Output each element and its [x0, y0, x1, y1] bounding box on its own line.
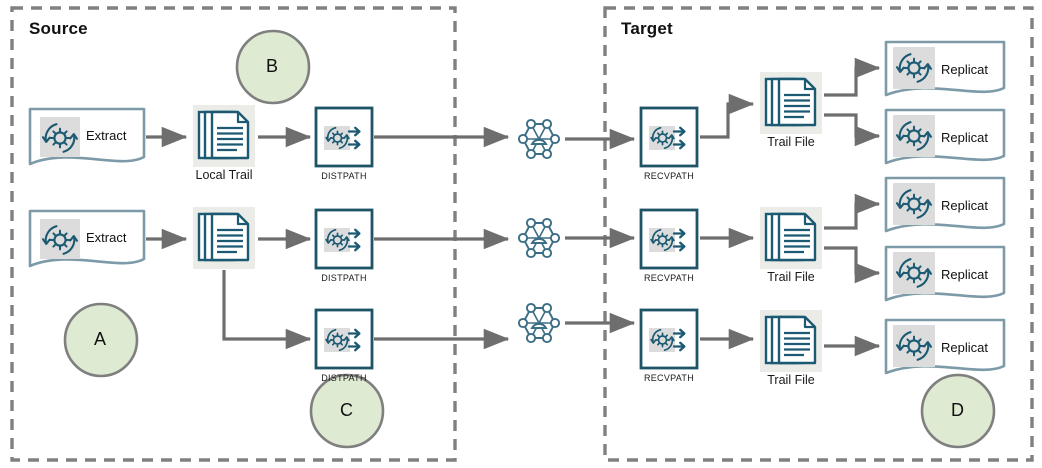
network-cloud-icon-2	[517, 217, 561, 259]
recvpath-box-1[interactable]	[639, 106, 699, 168]
network-cloud-icon-1	[517, 118, 561, 160]
local-trail-label-1: Local Trail	[195, 168, 253, 182]
extract-shape-2[interactable]	[28, 209, 146, 268]
recvpath-label-3: RECVPATH	[643, 373, 695, 383]
recvpath-box-3[interactable]	[639, 308, 699, 370]
target-trail-stack-2[interactable]	[758, 205, 824, 271]
recvpath-box-2[interactable]	[639, 208, 699, 270]
trail-file-label-1: Trail File	[767, 135, 815, 149]
replicat-shape-5[interactable]	[884, 318, 1006, 375]
replicat-label-4: Replicat	[941, 267, 988, 282]
distpath-box-2[interactable]	[314, 208, 374, 270]
zone-target-border	[603, 6, 1034, 462]
replicat-shape-2[interactable]	[884, 108, 1006, 165]
callout-label-D: D	[951, 400, 964, 420]
replicat-shape-4[interactable]	[884, 245, 1006, 302]
arrow-recvpath1-to-trail1	[700, 93, 755, 139]
zone-source-border	[10, 6, 457, 462]
arrow-trail2-to-replicat4	[824, 246, 881, 284]
replicat-shape-3[interactable]	[884, 176, 1006, 233]
replicat-label-1: Replicat	[941, 62, 988, 77]
recvpath-label-2: RECVPATH	[643, 273, 695, 283]
distpath-label-3: DISTPATH	[321, 373, 367, 383]
callout-label-B: B	[266, 56, 279, 76]
replicat-label-5: Replicat	[941, 340, 988, 355]
arrow-trail1-to-replicat2	[824, 113, 881, 147]
target-trail-stack-3[interactable]	[758, 308, 824, 374]
target-trail-stack-1[interactable]	[758, 70, 824, 136]
connector-group	[146, 57, 881, 357]
extract-shape-1[interactable]	[28, 107, 146, 166]
distpath-box-1[interactable]	[314, 106, 374, 168]
trail-file-label-3: Trail File	[767, 373, 815, 387]
zone-label-source: Source	[29, 19, 88, 38]
network-cloud-icon-3	[517, 302, 561, 344]
local-trail-stack-1[interactable]	[191, 103, 257, 169]
callout-circle-A	[63, 302, 139, 378]
distpath-label-1: DISTPATH	[321, 171, 367, 181]
callout-label-C: C	[340, 400, 353, 420]
callout-circle-D	[920, 373, 996, 449]
replicat-label-3: Replicat	[941, 198, 988, 213]
callout-circle-B	[235, 29, 311, 105]
replicat-label-2: Replicat	[941, 130, 988, 145]
trail-file-label-2: Trail File	[767, 270, 815, 284]
arrow-trail2-to-replicat3	[824, 193, 881, 230]
callout-circle-C	[309, 373, 385, 449]
arrow-localtrail2-to-distpath3	[222, 270, 312, 350]
recvpath-label-1: RECVPATH	[643, 171, 695, 181]
extract-label-2: Extract	[86, 230, 127, 245]
arrow-trail1-to-replicat1	[824, 57, 881, 97]
distpath-box-3[interactable]	[314, 308, 374, 370]
zone-label-target: Target	[621, 19, 673, 38]
replicat-shape-1[interactable]	[884, 40, 1006, 97]
local-trail-stack-2[interactable]	[191, 205, 257, 271]
extract-label-1: Extract	[86, 128, 127, 143]
distpath-label-2: DISTPATH	[321, 273, 367, 283]
callout-label-A: A	[94, 329, 107, 349]
